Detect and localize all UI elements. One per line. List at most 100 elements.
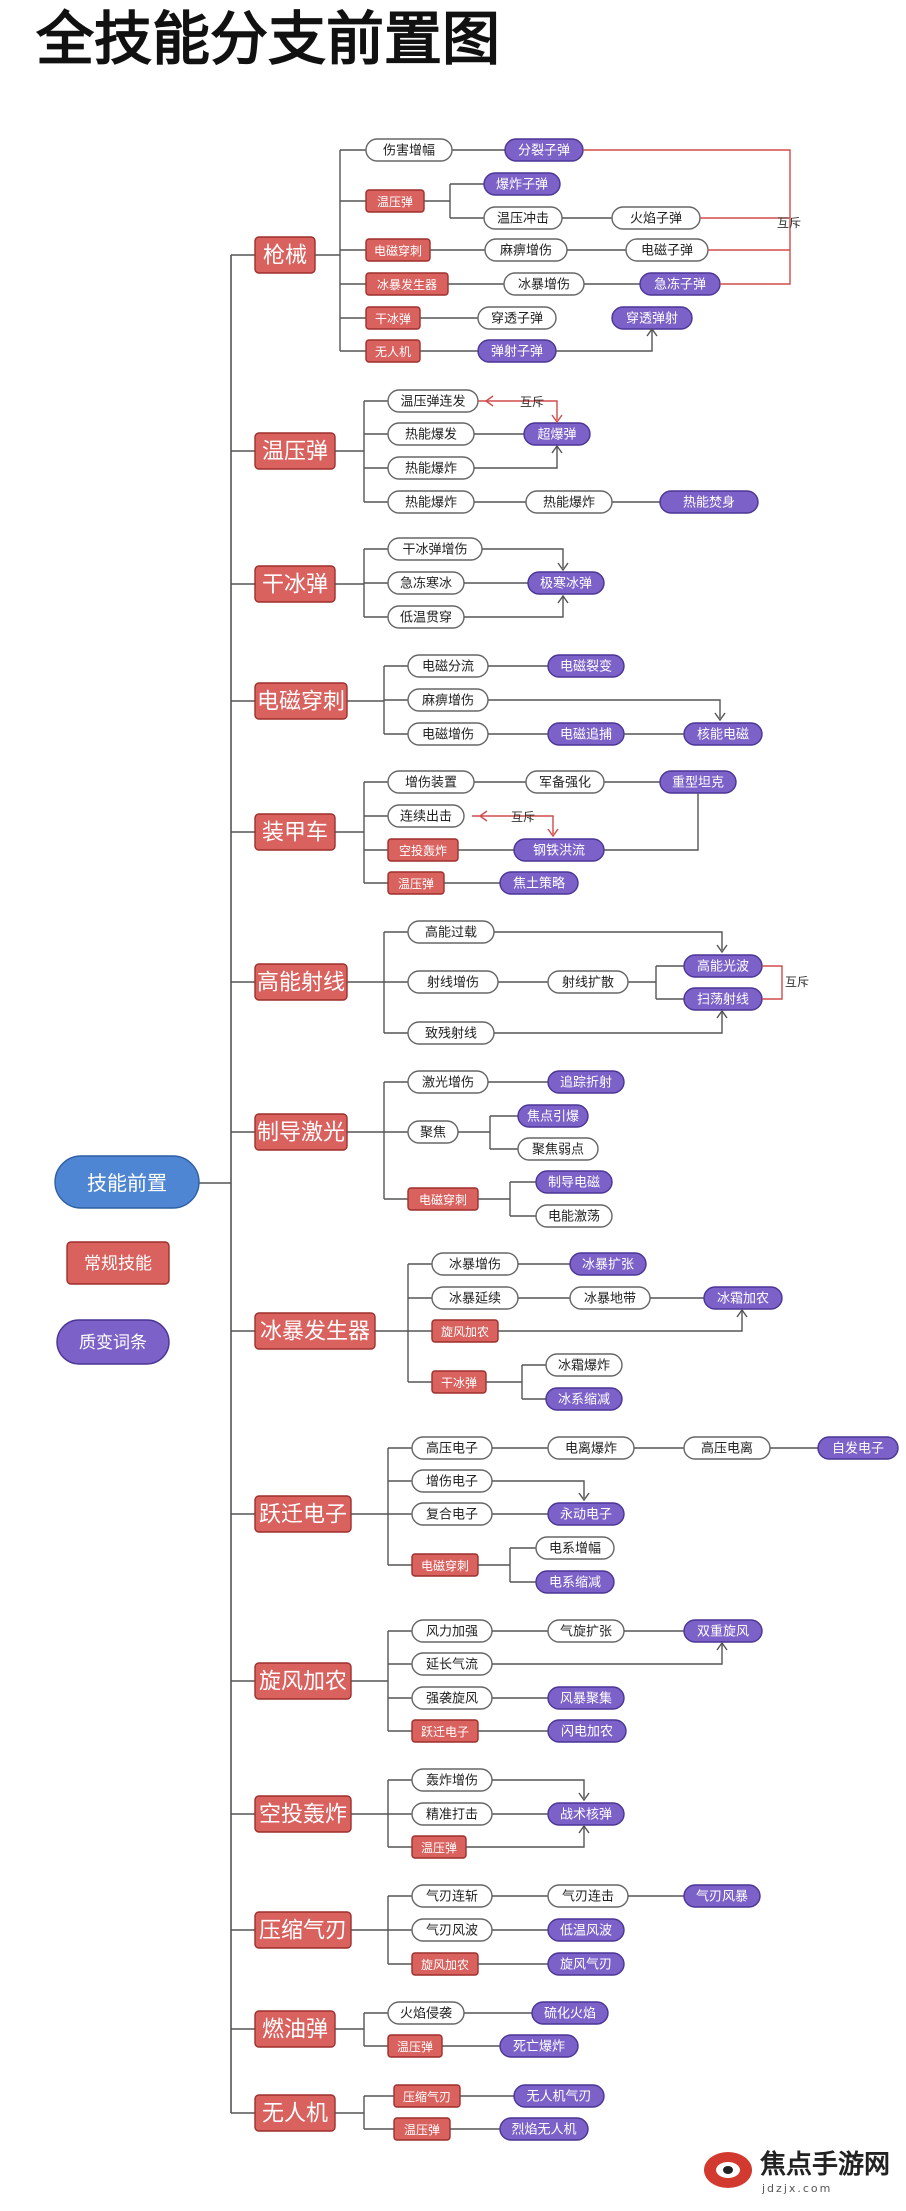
node-low-temp-pierce[interactable]: 低温贯穿	[387, 605, 465, 629]
node-guided-em[interactable]: 制导电磁	[535, 1170, 613, 1194]
node-fire-bullet[interactable]: 火焰子弹	[611, 206, 701, 230]
node-storm-gather[interactable]: 风暴聚集	[547, 1686, 625, 1710]
node-lightning-cannon[interactable]: 闪电加农	[547, 1719, 627, 1743]
node-high-voltage-electron[interactable]: 高压电子	[411, 1436, 493, 1460]
node-flame-drone[interactable]: 烈焰无人机	[499, 2117, 589, 2141]
node-focus-detonate[interactable]: 焦点引爆	[517, 1104, 589, 1128]
node-explosive-bullet[interactable]: 爆炸子弹	[483, 172, 561, 196]
node-thermobaric-5[interactable]: 温压弹	[393, 2117, 451, 2141]
node-electric-reduce[interactable]: 电系缩减	[535, 1570, 615, 1594]
main-skill-2[interactable]: 干冰弹	[254, 565, 336, 603]
node-perpetual-electron[interactable]: 永动电子	[547, 1502, 625, 1526]
node-tactical-nuke[interactable]: 战术核弹	[547, 1802, 625, 1826]
node-frost-explosion[interactable]: 冰霜爆炸	[545, 1353, 623, 1377]
node-pierce-bullet[interactable]: 穿透子弹	[477, 306, 557, 330]
node-ice-storm-boost[interactable]: 冰暴增伤	[503, 272, 585, 296]
main-skill-3[interactable]: 电磁穿刺	[254, 682, 348, 720]
node-ice-storm-expand[interactable]: 冰暴扩张	[569, 1252, 647, 1276]
node-heat-explosion-2[interactable]: 热能爆炸	[387, 490, 475, 514]
node-heavy-tank[interactable]: 重型坦克	[659, 770, 737, 794]
node-em-fission[interactable]: 电磁裂变	[547, 654, 625, 678]
node-ice-storm-gen[interactable]: 冰暴发生器	[365, 272, 449, 296]
node-thermobaric-4[interactable]: 温压弹	[387, 2034, 443, 2058]
node-thermobaric-3[interactable]: 温压弹	[411, 1835, 467, 1859]
main-skill-10[interactable]: 空投轰炸	[254, 1795, 352, 1833]
node-em-pierce-3[interactable]: 电磁穿刺	[411, 1553, 479, 1577]
main-skill-1[interactable]: 温压弹	[254, 432, 336, 470]
node-em-boost[interactable]: 电磁增伤	[407, 722, 489, 746]
main-skill-13[interactable]: 无人机	[254, 2094, 336, 2132]
main-skill-6[interactable]: 制导激光	[254, 1113, 348, 1151]
node-ion-explosion[interactable]: 电离爆炸	[547, 1436, 635, 1460]
node-cyclone-expand[interactable]: 气旋扩张	[547, 1619, 625, 1643]
node-ray-spread[interactable]: 射线扩散	[547, 970, 629, 994]
node-thermobaric[interactable]: 温压弹	[365, 189, 425, 213]
node-arms-enhance[interactable]: 军备强化	[525, 770, 605, 794]
node-high-ionize[interactable]: 高压电离	[683, 1436, 771, 1460]
node-wind-boost[interactable]: 风力加强	[411, 1619, 493, 1643]
node-em-pursuit[interactable]: 电磁追捕	[547, 722, 625, 746]
main-skill-7[interactable]: 冰暴发生器	[254, 1312, 376, 1350]
node-fire-invade[interactable]: 火焰侵袭	[387, 2001, 465, 2025]
node-high-light-wave[interactable]: 高能光波	[683, 954, 763, 978]
node-blade-wave[interactable]: 气刃风波	[411, 1918, 493, 1942]
node-assault-whirlwind[interactable]: 强袭旋风	[411, 1686, 493, 1710]
node-compress-blade[interactable]: 压缩气刃	[393, 2084, 461, 2108]
node-freeze-bullet[interactable]: 急冻子弹	[639, 272, 721, 296]
node-frost-cannon[interactable]: 冰霜加农	[703, 1286, 783, 1310]
node-bomb-boost[interactable]: 轰炸增伤	[411, 1768, 493, 1792]
node-whirlwind-blade[interactable]: 旋风气刃	[547, 1952, 625, 1976]
node-heat-explosion-3[interactable]: 热能爆炸	[525, 490, 613, 514]
node-super-bomb[interactable]: 超爆弹	[523, 422, 591, 446]
node-heat-explosion-1[interactable]: 热能爆炸	[387, 456, 475, 480]
node-continuous-sortie[interactable]: 连续出击	[387, 804, 465, 828]
node-track-refract[interactable]: 追踪折射	[547, 1070, 625, 1094]
node-nuclear-em[interactable]: 核能电磁	[683, 722, 763, 746]
main-skill-8[interactable]: 跃迁电子	[254, 1495, 352, 1533]
node-em-pierce-2[interactable]: 电磁穿刺	[407, 1187, 479, 1211]
node-ice-storm-boost-2[interactable]: 冰暴增伤	[431, 1252, 519, 1276]
main-skill-11[interactable]: 压缩气刃	[254, 1911, 352, 1949]
node-thermo-salvo[interactable]: 温压弹连发	[387, 389, 479, 413]
node-bounce-bullet[interactable]: 弹射子弹	[477, 339, 557, 363]
node-sweep-ray[interactable]: 扫荡射线	[683, 987, 763, 1011]
node-paralysis-boost[interactable]: 麻痹增伤	[484, 238, 568, 262]
node-airdrop-bomb[interactable]: 空投轰炸	[387, 838, 459, 862]
node-high-overload[interactable]: 高能过载	[407, 920, 495, 944]
node-dry-ice-2[interactable]: 干冰弹	[431, 1370, 487, 1394]
node-double-whirlwind[interactable]: 双重旋风	[683, 1619, 763, 1643]
node-steel-flood[interactable]: 钢铁洪流	[513, 838, 605, 862]
node-pierce-bounce[interactable]: 穿透弹射	[611, 306, 693, 330]
node-em-split[interactable]: 电磁分流	[407, 654, 489, 678]
node-dry-ice[interactable]: 干冰弹	[365, 306, 421, 330]
node-drone-blade[interactable]: 无人机气刃	[513, 2084, 605, 2108]
node-blade-storm[interactable]: 气刃风暴	[683, 1884, 761, 1908]
node-energy-surge[interactable]: 电能激荡	[535, 1204, 613, 1228]
node-precise-strike[interactable]: 精准打击	[411, 1802, 493, 1826]
main-skill-9[interactable]: 旋风加农	[254, 1662, 352, 1700]
node-split-bullet[interactable]: 分裂子弹	[504, 138, 584, 162]
node-extreme-cold-bomb[interactable]: 极寒冰弹	[527, 571, 605, 595]
node-thermo-impact[interactable]: 温压冲击	[483, 206, 563, 230]
node-blade-slash[interactable]: 气刃连斩	[411, 1884, 493, 1908]
node-paralysis-boost-2[interactable]: 麻痹增伤	[407, 688, 489, 712]
node-compound-electron[interactable]: 复合电子	[411, 1502, 493, 1526]
main-skill-0[interactable]: 枪械	[254, 236, 316, 274]
node-ice-reduce[interactable]: 冰系缩减	[545, 1387, 623, 1411]
node-heat-immolation[interactable]: 热能焚身	[659, 490, 759, 514]
node-extend-airflow[interactable]: 延长气流	[411, 1652, 493, 1676]
node-whirlwind-cannon[interactable]: 旋风加农	[431, 1319, 499, 1343]
node-em-pierce[interactable]: 电磁穿刺	[365, 238, 431, 262]
node-thermobaric-2[interactable]: 温压弹	[387, 871, 445, 895]
node-death-explosion[interactable]: 死亡爆炸	[499, 2034, 579, 2058]
node-cripple-ray[interactable]: 致残射线	[407, 1021, 495, 1045]
node-whirlwind-cannon-2[interactable]: 旋风加农	[411, 1952, 479, 1976]
node-spontaneous-electron[interactable]: 自发电子	[817, 1436, 899, 1460]
node-boost-device[interactable]: 增伤装置	[387, 770, 475, 794]
main-skill-4[interactable]: 装甲车	[254, 813, 336, 851]
node-boost-electron[interactable]: 增伤电子	[411, 1469, 493, 1493]
node-scorched-earth[interactable]: 焦土策略	[499, 871, 579, 895]
legend-root-node[interactable]: 技能前置	[54, 1155, 200, 1209]
node-frost-ice[interactable]: 急冻寒冰	[387, 571, 465, 595]
node-dry-ice-boost[interactable]: 干冰弹增伤	[387, 537, 483, 561]
